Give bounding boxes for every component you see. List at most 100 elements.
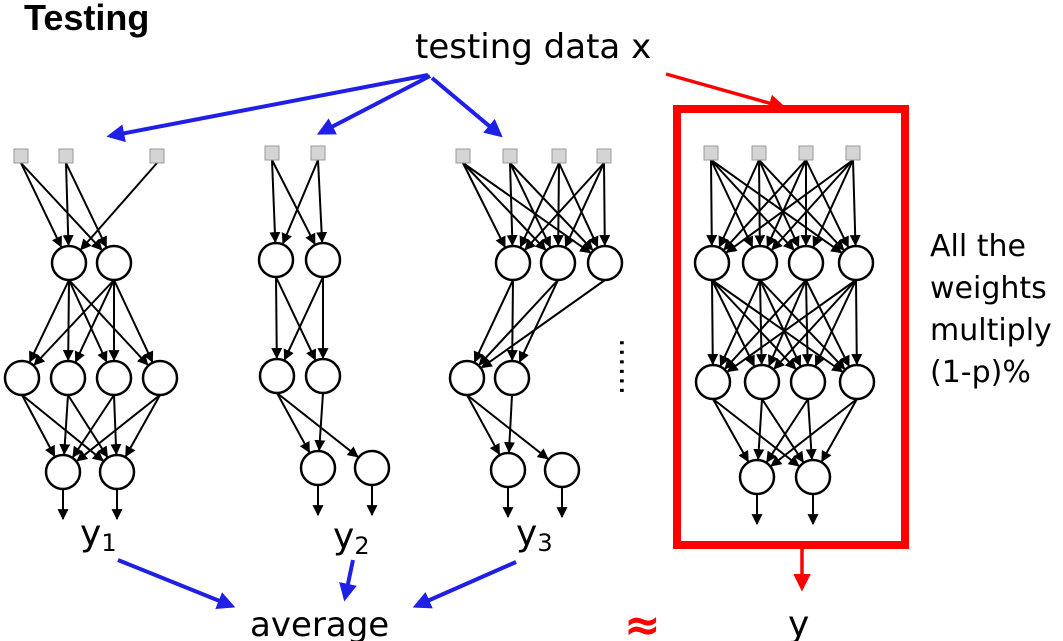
weights-note: All the weights multiply (1-p)% [930, 229, 1061, 390]
connection-edge [851, 279, 863, 366]
connection-edge [124, 394, 161, 458]
connection-edge [766, 159, 807, 248]
network-3 [448, 148, 624, 519]
connection-edge [812, 159, 854, 248]
connection-edge [316, 159, 328, 244]
neuron [586, 244, 624, 282]
connection-edge [707, 279, 719, 366]
connection-edge [754, 159, 766, 247]
connection-edge [20, 162, 103, 251]
connection-edge [719, 279, 761, 367]
connection-edge [758, 159, 800, 248]
connection-edge [758, 159, 845, 251]
connection-edge [269, 159, 281, 244]
neuron [738, 458, 776, 496]
connection-edge [80, 162, 158, 251]
neuron [787, 244, 825, 282]
connection-edge [519, 162, 560, 248]
connection-edge [820, 398, 858, 463]
connection-edge [710, 159, 843, 254]
neuron [3, 359, 41, 397]
neuron [50, 244, 88, 282]
neuron [493, 359, 531, 397]
connection-edge [276, 392, 359, 458]
input-unit [264, 145, 280, 161]
connection-edge [466, 394, 549, 460]
output-y1: y1 [80, 513, 117, 557]
neuron [694, 363, 732, 401]
connection-edge [753, 398, 765, 461]
neuron [494, 244, 532, 282]
average-label: average [250, 605, 389, 641]
neuron [49, 359, 87, 397]
input-unit [845, 145, 861, 161]
neuron [448, 359, 486, 397]
connection-edge [558, 162, 599, 248]
connection-edge [74, 279, 115, 363]
connection-edge [766, 398, 809, 463]
neuron [794, 458, 832, 496]
input-unit [551, 148, 567, 164]
connection-edge [68, 279, 108, 363]
neuron [353, 449, 391, 487]
connection-edge [518, 279, 559, 363]
neuron [304, 357, 342, 395]
connection-edge [509, 162, 594, 251]
connection-edge [506, 279, 518, 362]
connection-edge [755, 279, 767, 366]
connection-edge [65, 162, 108, 248]
input-unit [455, 148, 471, 164]
connection-edge [759, 279, 846, 370]
connection-edge [283, 276, 324, 361]
connection-edge [509, 162, 552, 248]
connection-edge [761, 398, 804, 463]
ellipsis: ...... [612, 338, 647, 395]
input-unit [703, 145, 719, 161]
networks [3, 145, 876, 526]
connection-edge [72, 394, 115, 458]
neuron [95, 244, 133, 282]
connection-edge [805, 398, 817, 461]
connection-edge [281, 159, 319, 245]
connection-edge [710, 159, 795, 251]
input-to-full-network-arrow [665, 72, 787, 112]
connection-edge [62, 162, 74, 247]
final-output-y: y [788, 604, 809, 641]
network-2 [257, 145, 391, 517]
connection-edge [67, 394, 109, 458]
connection-edge [768, 279, 807, 367]
input-unit [502, 148, 518, 164]
connection-edge [849, 159, 861, 247]
connection-edge [524, 162, 605, 251]
connection-edge [28, 279, 70, 363]
neuron [95, 359, 133, 397]
connection-edge [68, 279, 149, 366]
neuron [257, 241, 295, 279]
connection-edge [710, 159, 754, 248]
connection-edge [480, 279, 606, 369]
neuron [543, 451, 581, 489]
neuron [539, 244, 577, 282]
connection-edge [62, 279, 74, 362]
neuron [44, 453, 82, 491]
neuron [837, 244, 875, 282]
connection-edge [314, 392, 326, 452]
connection-edge [564, 162, 605, 248]
neuron [743, 363, 781, 401]
connection-edge [271, 276, 283, 360]
connection-edge [462, 162, 592, 254]
neuron [141, 359, 179, 397]
input-unit [58, 148, 74, 164]
connection-edge [724, 279, 807, 370]
input-unit [751, 145, 767, 161]
neuron [98, 453, 136, 491]
output-y3: y3 [516, 513, 553, 557]
connection-edge [478, 279, 559, 366]
connection-edge [711, 279, 755, 367]
connection-edge [113, 279, 154, 363]
connection-edge [462, 162, 547, 251]
neuron [693, 244, 731, 282]
full-network [693, 145, 876, 526]
connection-edge [599, 162, 611, 247]
